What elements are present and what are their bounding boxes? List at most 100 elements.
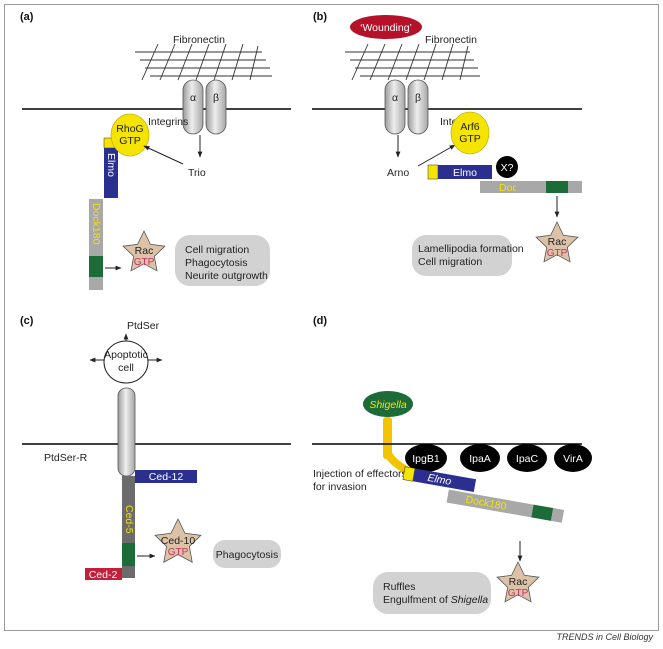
panel-b: (b) ‘Wounding’ Fibronectin α β Integrins… [312,11,582,276]
fibronectin-mesh [135,43,272,81]
integrins-label: Integrins [148,116,188,128]
effector-proteins: IpgB1 IpaA IpaC VirA [405,444,592,472]
unknown-x-label: X? [501,162,514,174]
effector-ipac [507,444,547,472]
elmo-protein-b [438,165,492,179]
injection-label-1: Injection of effectors [313,468,407,480]
effector-ipac-label: IpaC [516,453,539,465]
unknown-x-ellipse [496,156,518,178]
fibronectin-label: Fibronectin [173,34,225,46]
outcome-a-2: Phagocytosis [185,257,247,269]
arno-to-arf6-arrow [417,144,456,167]
apoptotic-label-2: cell [118,362,134,374]
alpha-subunit-label: α [190,92,196,104]
dock180-green-domain-d [531,504,554,521]
outcome-d-2-italic: Shigella [451,594,489,606]
integrin-heterodimer-b: α β [384,79,429,135]
outcome-bubble-c [213,540,281,568]
needle-curve [383,448,410,474]
panel-d: (d) Shigella IpgB1 IpaA IpaC VirA Inject… [312,315,592,614]
panel-b-tag: (b) [313,11,327,23]
outcome-b-2: Cell migration [418,256,482,268]
fibronectin-mesh-b [345,43,480,81]
ced5-label: Ced-5 [123,505,135,534]
ced5-tail [122,566,135,578]
rac-label-d: Rac [509,576,528,588]
panel-d-tag: (d) [313,315,327,327]
effector-ipgb1-label: IpgB1 [412,453,440,465]
effector-ipgb1 [405,444,447,472]
apoptotic-cell [103,340,149,384]
ced12-label: Ced-12 [149,471,184,483]
dock180-green-domain-b [546,181,568,193]
effector-vira [554,444,592,472]
panel-c-tag: (c) [20,315,34,327]
rhog-gtp-ellipse [110,113,150,157]
trio-label: Trio [188,167,206,179]
outcome-bubble-b [412,235,512,276]
ced2-label: Ced-2 [89,569,118,581]
arf6-gtp-label: GTP [459,133,481,145]
rhog-label: RhoG [116,123,143,135]
rac-star [122,230,166,272]
elmo-label-d: Elmo [427,472,453,488]
shigella-label: Shigella [369,399,407,411]
outcome-b-1: Lamellipodia formation [418,243,524,255]
ptdser-label: PtdSer [127,320,160,332]
outcome-d-2: Engulfment of Shigella [383,594,488,606]
dock180-label-d: Dock180 [465,494,508,513]
apoptotic-label-1: Apoptotic [104,349,148,361]
outcome-d-1: Ruffles [383,581,416,593]
outcome-bubble-a [175,235,270,286]
ced10-star [154,518,202,563]
panel-a-tag: (a) [20,11,34,23]
elmo-yellow-domain-b [427,164,439,180]
panel-c: (c) PtdSer Apoptotic cell PtdSer-R Ced-1… [20,315,291,581]
ced2-protein [85,568,122,580]
arf6-label: Arf6 [460,121,479,133]
panel-a: (a) Fibronectin α β Integrins [20,11,291,290]
dock180-label: Dock180 [90,203,102,245]
outcome-bubble-d [373,572,491,614]
ced10-label: Ced-10 [161,535,196,547]
effector-vira-label: VirA [563,453,583,465]
outcome-c: Phagocytosis [216,549,278,561]
alpha-subunit-label-b: α [392,92,398,104]
rhog-gtp-label: GTP [119,135,141,147]
rac-label-b: Rac [548,236,567,248]
dock180-tail [89,277,103,290]
dock180-protein-b [480,181,516,193]
injection-label-2: for invasion [313,481,367,493]
fibronectin-label-b: Fibronectin [425,34,477,46]
rac-gtp-label-d: GTP [508,588,529,599]
ced10-gtp-label: GTP [168,547,189,558]
ced5-protein [122,476,135,543]
rac-star-b [535,221,579,263]
rac-star-d [496,561,540,603]
elmo-dock-complex-d: Elmo Dock180 [402,466,565,523]
effector-ipaa [460,444,500,472]
dock180-protein [89,199,103,256]
effector-ipaa-label: IpaA [469,453,491,465]
elmo-protein [104,148,118,198]
rac-gtp-label-b: GTP [547,248,568,259]
trio-to-rhog-arrow [143,145,184,165]
beta-subunit-label-b: β [415,92,421,104]
integrin-heterodimer: α β [182,79,227,135]
elmo-label-b: Elmo [453,167,477,179]
receptor-label: PtdSer-R [44,452,88,464]
rac-gtp-label: GTP [134,257,155,268]
beta-subunit-label: β [213,92,219,104]
shigella-ellipse [363,391,413,417]
ced12-protein [135,470,197,483]
ptdser-receptor [117,387,136,477]
outcome-a-3: Neurite outgrowth [185,270,268,282]
dock180-tail-d [550,508,565,523]
journal-footer: TRENDS in Cell Biology [556,632,653,642]
outcome-d-2-prefix: Engulfment of [383,594,451,606]
figure-frame [4,4,659,631]
wounding-label: ‘Wounding’ [360,22,412,34]
arf6-gtp-ellipse [450,111,490,155]
outcome-a-1: Cell migration [185,244,249,256]
wounding-ellipse [350,15,422,39]
